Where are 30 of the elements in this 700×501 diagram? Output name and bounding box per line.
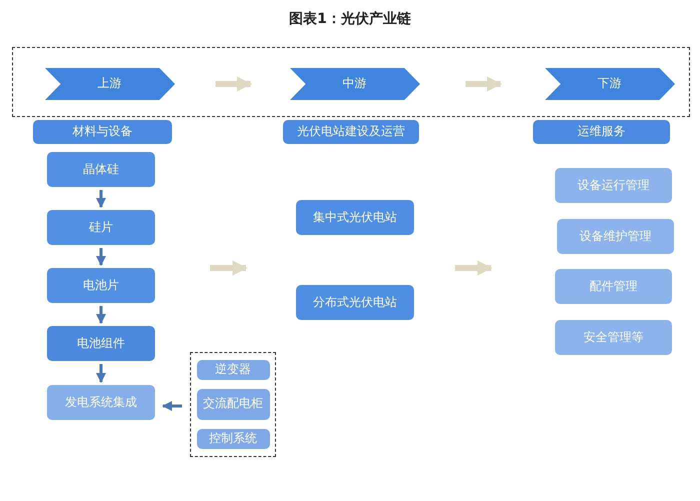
process-box: 电池组件 [47,326,155,361]
process-box: 交流配电柜 [196,388,270,420]
process-box: 运维服务 [533,120,670,144]
process-box: 逆变器 [196,360,270,380]
process-box: 分布式光伏电站 [296,285,414,320]
arrow [96,364,106,383]
arrow [96,306,106,324]
stage-chevron: 上游 [44,68,175,100]
stage-chevron: 中游 [290,68,420,100]
process-box: 控制系统 [196,428,270,449]
arrow [216,76,252,92]
arrow [162,401,182,411]
process-box: 发电系统集成 [47,385,155,420]
process-box: 安全管理等 [555,320,672,355]
arrow [96,190,106,208]
process-box: 晶体硅 [47,152,155,187]
chart-title: 图表1：光伏产业链 [288,10,412,28]
process-box: 电池片 [47,268,155,303]
process-box: 硅片 [47,210,155,245]
arrow [96,248,106,266]
process-box: 设备维护管理 [557,219,674,254]
stage-chevron: 下游 [544,68,675,100]
arrow [466,76,502,92]
process-box: 光伏电站建设及运营 [283,120,419,144]
dashed-group-frame [190,352,276,457]
process-box: 配件管理 [555,269,672,304]
dashed-group-frame [12,47,690,117]
process-box: 设备运行管理 [555,168,672,203]
process-box: 集中式光伏电站 [296,200,414,235]
process-box: 材料与设备 [33,120,172,144]
